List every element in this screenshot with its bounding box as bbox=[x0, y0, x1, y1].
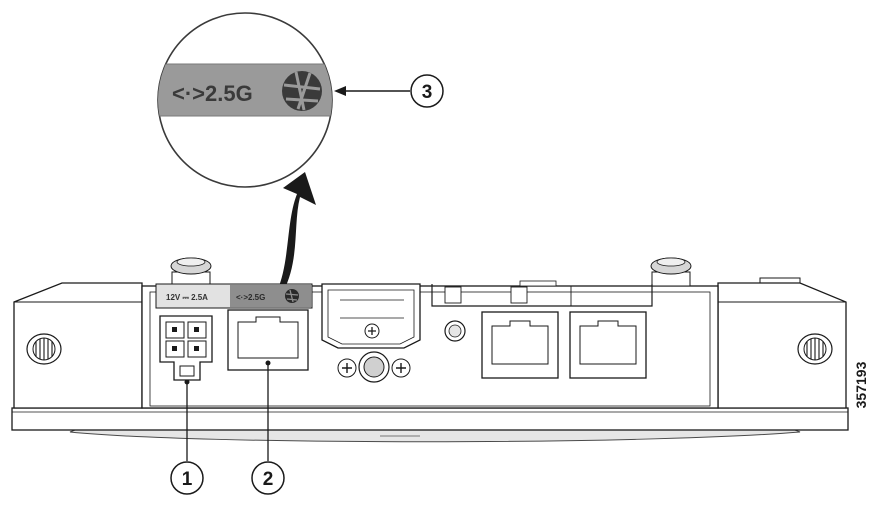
device-label-bar: 12V ⎓ 2.5A <·>2.5G bbox=[155, 283, 313, 309]
screw-right-icon bbox=[391, 358, 411, 378]
rj45-port-2-5g bbox=[227, 309, 309, 371]
callout-1-bubble bbox=[170, 461, 204, 495]
callout-1-number: 1 bbox=[182, 469, 193, 490]
callout-2-number: 2 bbox=[263, 469, 274, 490]
screw-left-icon bbox=[337, 358, 357, 378]
antenna-connector-right-icon bbox=[797, 333, 833, 365]
callout-3-bubble bbox=[410, 74, 444, 108]
figure-id: 357193 bbox=[853, 361, 869, 408]
lock-assembly bbox=[337, 320, 466, 383]
network-globe-icon bbox=[285, 289, 299, 303]
callout-3: 3 bbox=[334, 74, 444, 108]
callout-3-number: 3 bbox=[422, 82, 433, 103]
ethernet-panel bbox=[431, 284, 653, 307]
mount-screw-left bbox=[170, 257, 212, 287]
led-indicator bbox=[444, 320, 466, 342]
speed-label-small: <·>2.5G bbox=[236, 293, 265, 302]
mount-screw-right bbox=[650, 257, 692, 287]
access-point-body bbox=[11, 257, 849, 443]
zoom-arrow bbox=[277, 172, 316, 292]
rj45-port-4 bbox=[569, 311, 647, 379]
rj45-port-3 bbox=[481, 311, 559, 379]
magnified-network-globe-icon bbox=[282, 71, 322, 111]
magnified-speed-label: <·>2.5G bbox=[172, 81, 253, 106]
callout-1: 1 bbox=[170, 379, 204, 495]
callout-2-bubble bbox=[251, 461, 285, 495]
magnifier-detail: <·>2.5G bbox=[157, 12, 333, 188]
callout-2: 2 bbox=[251, 360, 285, 495]
console-cover bbox=[321, 283, 421, 349]
power-rating-label: 12V ⎓ 2.5A bbox=[166, 293, 208, 302]
antenna-connector-left-icon bbox=[26, 333, 62, 365]
dc-power-connector-icon bbox=[159, 315, 213, 381]
cover-screw-icon bbox=[364, 323, 380, 339]
